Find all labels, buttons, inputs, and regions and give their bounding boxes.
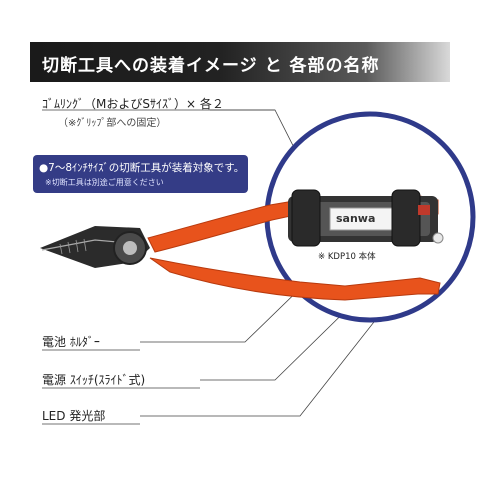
rubber-ring-label: ｺﾞﾑﾘﾝｸﾞ（MおよびSｻｲｽﾞ）× 各２ bbox=[42, 97, 224, 111]
power-switch-label: 電源 ｽｲｯﾁ(ｽﾗｲﾄﾞ式) bbox=[42, 373, 146, 387]
power-switch-icon bbox=[418, 205, 430, 215]
kdp10-device bbox=[288, 189, 444, 247]
battery-holder-label: 電池 ﾎﾙﾀﾞｰ bbox=[42, 335, 100, 349]
target-note-text: 7～8ｲﾝﾁｻｲｽﾞの切断工具が装着対象です。 bbox=[48, 162, 245, 174]
bullet-icon: ● bbox=[39, 162, 49, 174]
rubber-ring-right bbox=[391, 189, 421, 247]
target-note: ●7～8ｲﾝﾁｻｲｽﾞの切断工具が装着対象です。 ※切断工具は別途ご用意ください bbox=[33, 155, 248, 193]
led-icon bbox=[432, 232, 444, 244]
device-brand: sanwa bbox=[336, 212, 376, 225]
target-note-sub: ※切断工具は別途ご用意ください bbox=[45, 178, 164, 187]
rubber-ring-note: （※ｸﾞﾘｯﾌﾟ部への固定） bbox=[58, 118, 167, 129]
led-label: LED 発光部 bbox=[42, 409, 106, 423]
section-header: 切断工具への装着イメージ と 各部の名称 bbox=[30, 42, 450, 82]
section-title: 切断工具への装着イメージ と 各部の名称 bbox=[42, 56, 380, 76]
rubber-ring-left bbox=[291, 189, 321, 247]
product-caption: ※ KDP10 本体 bbox=[318, 252, 376, 262]
target-note-main: ●7～8ｲﾝﾁｻｲｽﾞの切断工具が装着対象です。 bbox=[39, 160, 244, 175]
